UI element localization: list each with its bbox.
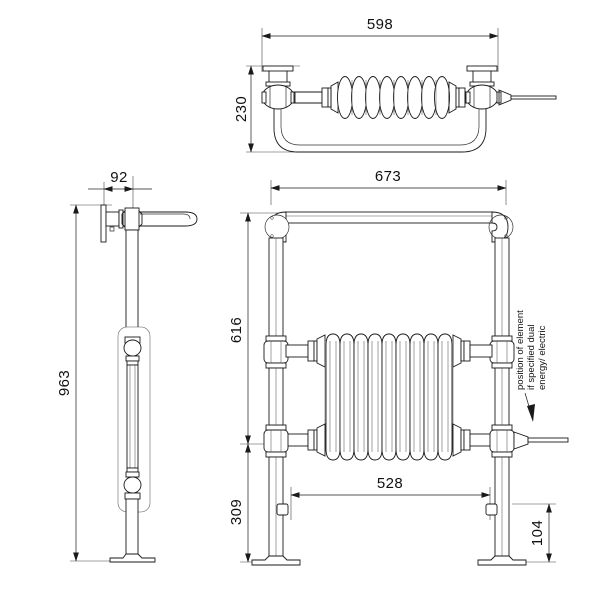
front-view-right-post-middle [494, 367, 510, 426]
dimension-side-height: 963 [56, 204, 79, 562]
top-view-right-valve [465, 84, 502, 110]
annotation-leader-line [524, 392, 535, 422]
dimension-front-foot-spacing-label: 528 [377, 475, 403, 492]
dimension-top-depth: 230 [233, 65, 254, 153]
front-view-top-right-elbow [488, 211, 514, 243]
dimension-top-width-label: 598 [367, 16, 393, 33]
side-view-lower-collar [123, 467, 142, 500]
top-view-left-connector [293, 81, 339, 114]
front-view-left-lower-collar [263, 424, 289, 458]
top-view-element-probe [498, 89, 557, 106]
annotation-line-1: position of element [515, 310, 526, 390]
dimension-side-height-label: 963 [56, 370, 73, 396]
front-view-right-foot [477, 555, 527, 566]
front-view-fin-columns [325, 333, 453, 461]
front-view-top-left-elbow [264, 211, 290, 243]
dimension-front-upper-height: 616 [228, 212, 251, 445]
front-view-top-rail [284, 211, 494, 224]
side-view-wall-bracket [100, 204, 124, 243]
dimension-front-width-label: 673 [375, 168, 401, 185]
side-view-towel-rail [122, 211, 198, 227]
dimension-front-foot-spacing: 528 [290, 475, 491, 498]
front-view-right-lower-collar [489, 424, 515, 458]
front-view-element-probe [513, 431, 569, 450]
top-view-right-mount [466, 65, 498, 87]
front-view-upper-connectors [285, 334, 493, 368]
front-view-left-upper-collar [263, 335, 289, 369]
dimension-front-upper-height-label: 616 [228, 317, 245, 343]
side-view-vertical-post [125, 229, 139, 338]
side-view-group: 92 963 [56, 169, 198, 563]
front-view-right-post-upper [494, 237, 510, 337]
side-view-upper-collar [123, 336, 142, 366]
front-view-left-post-upper [268, 237, 284, 337]
annotation-line-3: energy/ electric [537, 325, 548, 390]
front-view-left-post-middle [268, 367, 284, 426]
dimension-top-depth-label: 230 [233, 96, 250, 122]
dimension-front-width: 673 [270, 168, 507, 191]
dimension-front-lower-height-label: 309 [228, 499, 245, 525]
top-view-group: 598 230 [233, 16, 557, 153]
front-view-right-upper-collar [489, 335, 515, 369]
dimension-side-depth: 92 [88, 169, 152, 192]
top-view-left-mount [262, 65, 294, 87]
dimension-front-foot-height: 104 [529, 503, 552, 563]
top-view-radiator-fins [337, 76, 450, 119]
front-view-fin-inner-lines [329, 341, 449, 452]
top-view-left-valve [261, 84, 296, 110]
front-view-radiator-fins [324, 333, 454, 461]
front-view-right-leg [485, 456, 510, 557]
element-position-annotation: position of element if specified dual en… [515, 310, 548, 390]
side-view-column-joint [121, 207, 143, 231]
side-view-lower-leg [125, 498, 139, 555]
front-view-left-foot [251, 555, 301, 566]
dimension-front-foot-height-label: 104 [529, 520, 546, 546]
side-view-foot [109, 553, 156, 563]
front-view-lower-connectors [285, 423, 493, 457]
dimension-top-width: 598 [261, 16, 499, 39]
dimension-front-lower-height: 309 [228, 443, 251, 563]
annotation-line-2: if specified dual [526, 325, 537, 390]
side-view-middle-column [126, 364, 139, 469]
front-view-left-leg [268, 456, 289, 557]
dimension-side-depth-label: 92 [110, 169, 128, 186]
top-view-towel-bar [273, 102, 487, 153]
front-view-group: 673 616 309 528 104 [228, 168, 569, 566]
